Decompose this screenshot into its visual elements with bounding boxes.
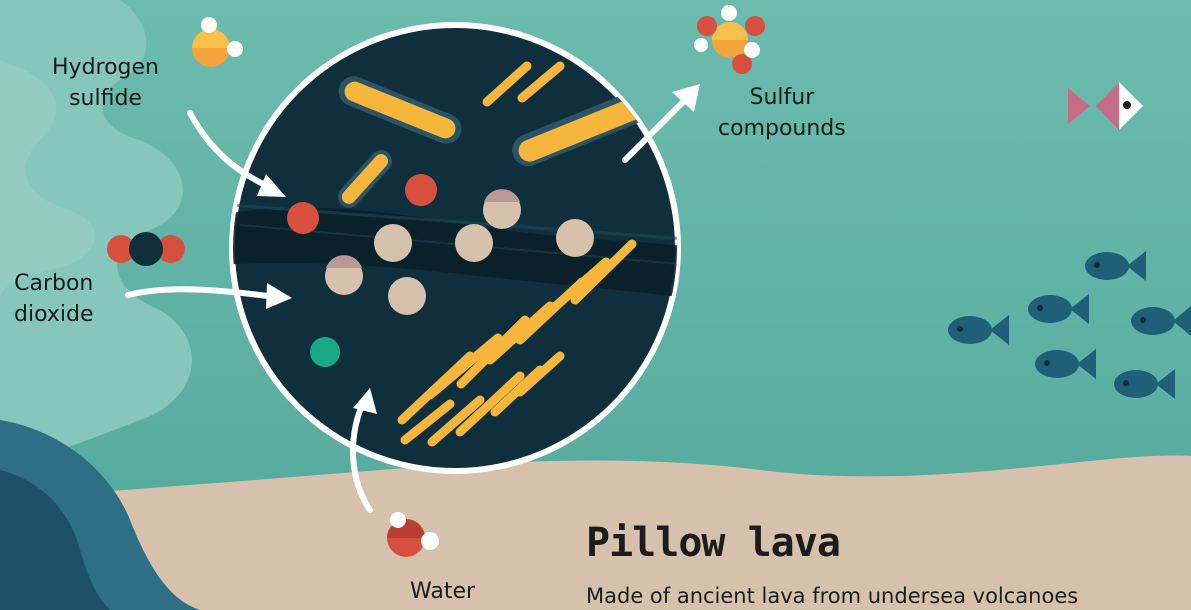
- section-caption: Made of ancient lava from undersea volca…: [586, 584, 1078, 608]
- hydrogen-sulfide-label-line1: Hydrogen: [52, 52, 159, 83]
- hydrogen-sulfide-label: Hydrogen sulfide: [52, 52, 159, 114]
- section-title: Pillow lava: [586, 520, 840, 566]
- carbon-dioxide-label: Carbon dioxide: [14, 268, 94, 330]
- water-label: Water: [410, 576, 475, 607]
- sulfur-compounds-label: Sulfur compounds: [718, 82, 846, 144]
- carbon-dioxide-icon: [107, 232, 185, 266]
- carbon-dioxide-label-line2: dioxide: [14, 299, 94, 330]
- hydrogen-sulfide-label-line2: sulfide: [52, 83, 159, 114]
- sulfur-compounds-label-line1: Sulfur: [718, 82, 846, 113]
- sulfur-compounds-label-line2: compounds: [718, 113, 846, 144]
- carbon-dioxide-label-line1: Carbon: [14, 268, 94, 299]
